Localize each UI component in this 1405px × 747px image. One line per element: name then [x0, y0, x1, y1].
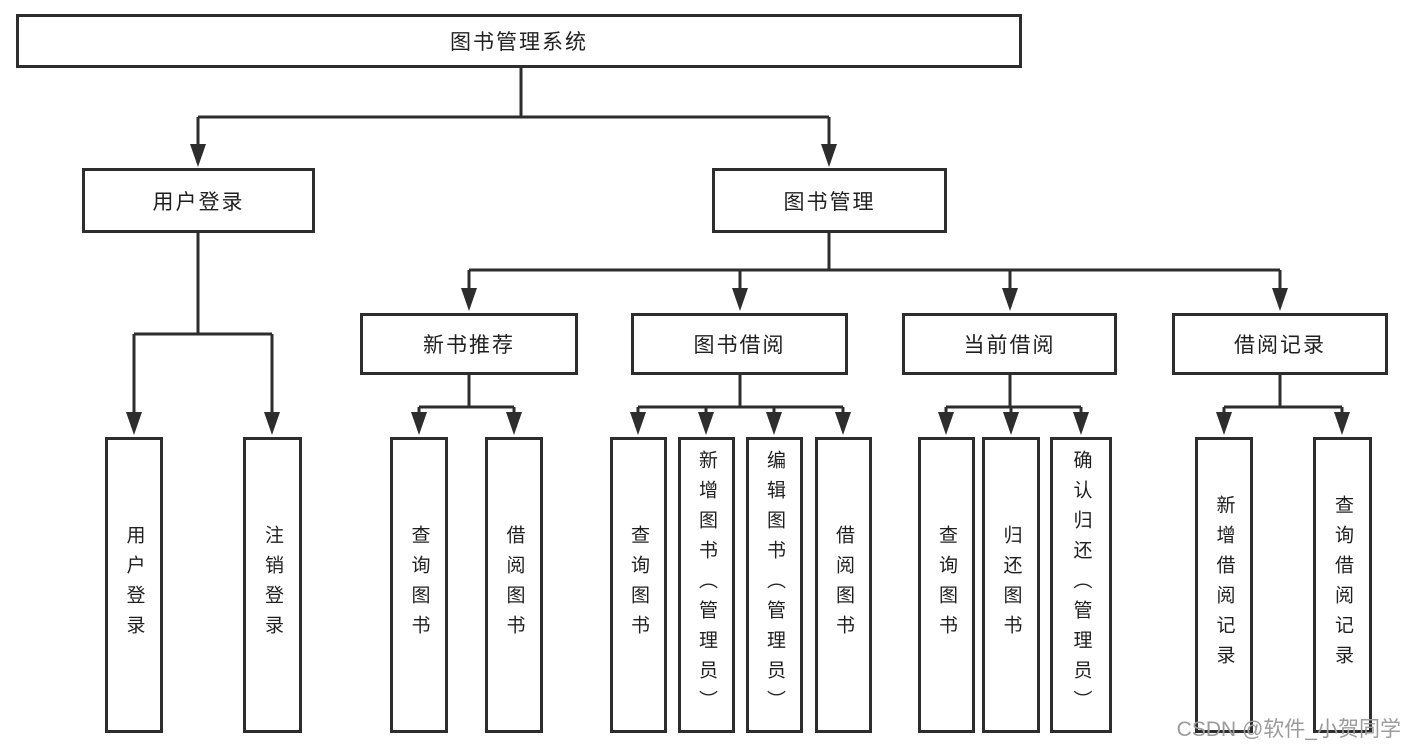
node-borrow-records: 借阅记录	[1172, 313, 1388, 375]
leaf-return-books: 归还图书	[982, 437, 1040, 733]
leaf-query-books-recommend: 查询图书	[390, 437, 448, 733]
node-system-root: 图书管理系统	[16, 14, 1022, 68]
leaf-edit-books-admin: 编辑图书（管理员）	[746, 437, 803, 733]
leaf-logout-login: 注销登录	[243, 437, 302, 733]
leaf-query-borrow-record: 查询借阅记录	[1313, 437, 1372, 733]
node-book-management: 图书管理	[712, 168, 947, 233]
node-book-borrow: 图书借阅	[631, 313, 848, 375]
leaf-borrow-books-borrow: 借阅图书	[815, 437, 872, 733]
leaf-add-borrow-record: 新增借阅记录	[1195, 437, 1253, 733]
leaf-add-books-admin: 新增图书（管理员）	[678, 437, 735, 733]
leaf-query-books-borrow: 查询图书	[610, 437, 667, 733]
leaf-query-books-current: 查询图书	[918, 437, 975, 733]
leaf-confirm-return-admin: 确认归还（管理员）	[1050, 437, 1112, 733]
node-user-login: 用户登录	[82, 168, 315, 233]
node-new-book-recommend: 新书推荐	[360, 313, 578, 375]
leaf-borrow-books-recommend: 借阅图书	[485, 437, 543, 733]
watermark-text: CSDN @软件_小贺同学	[1176, 718, 1401, 741]
node-current-borrow: 当前借阅	[902, 313, 1117, 375]
leaf-user-login: 用户登录	[105, 437, 163, 733]
